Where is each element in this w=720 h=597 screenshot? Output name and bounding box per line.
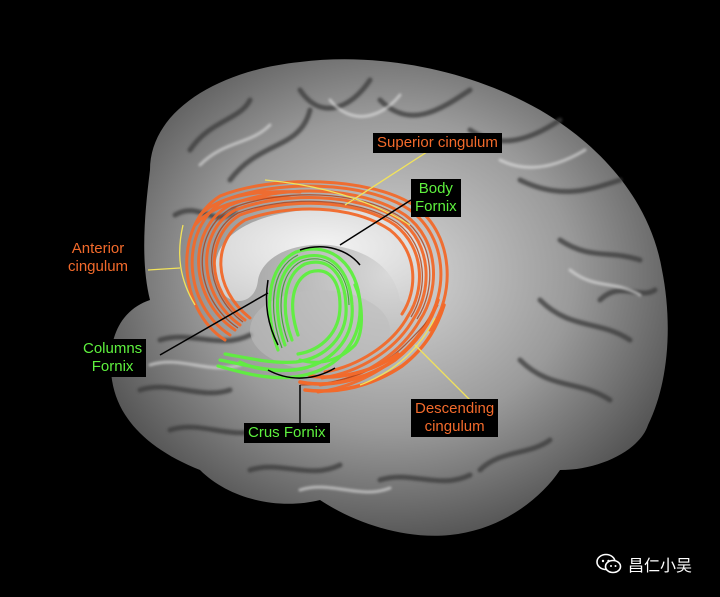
- watermark: 昌仁小吴: [596, 552, 692, 576]
- pointer-anterior-cingulum-arc: [179, 224, 196, 306]
- superior-cingulum-label: Superior cingulum: [373, 133, 502, 153]
- body-fornix-label: Body Fornix: [411, 179, 461, 217]
- yellow-pointers: [147, 149, 471, 401]
- pointer-columns-fornix-arc: [265, 279, 279, 346]
- fornix-fibers-dark: [272, 254, 350, 349]
- crus-fornix-label: Crus Fornix: [244, 423, 330, 443]
- pointer-body-fornix-arc: [299, 246, 361, 266]
- brain-silhouette: [110, 59, 668, 536]
- pointer-descending-cingulum: [414, 344, 471, 401]
- pointer-superior-cingulum-arc: [264, 179, 411, 226]
- descending-fibers: [298, 298, 446, 393]
- corpus-callosum: [215, 209, 432, 306]
- black-pointers: [159, 199, 412, 423]
- anterior-cingulum-label: Anterior cingulum: [68, 240, 129, 275]
- wechat-icon: [596, 553, 622, 574]
- pointer-anterior-cingulum: [147, 267, 181, 271]
- columns-fornix-label: Columns Fornix: [79, 339, 147, 377]
- pointer-body-fornix: [339, 199, 412, 246]
- pointer-columns-fornix: [159, 292, 269, 356]
- pointer-superior-cingulum: [344, 149, 431, 206]
- pointer-descending-cingulum-arc: [359, 317, 436, 386]
- fornix-fibers: [216, 247, 364, 380]
- pointer-crus-fornix-arc: [267, 367, 336, 379]
- descending-cingulum-label: Descending cingulum: [411, 399, 499, 437]
- watermark-text: 昌仁小吴: [628, 558, 693, 575]
- gyri-highlights: [148, 93, 642, 494]
